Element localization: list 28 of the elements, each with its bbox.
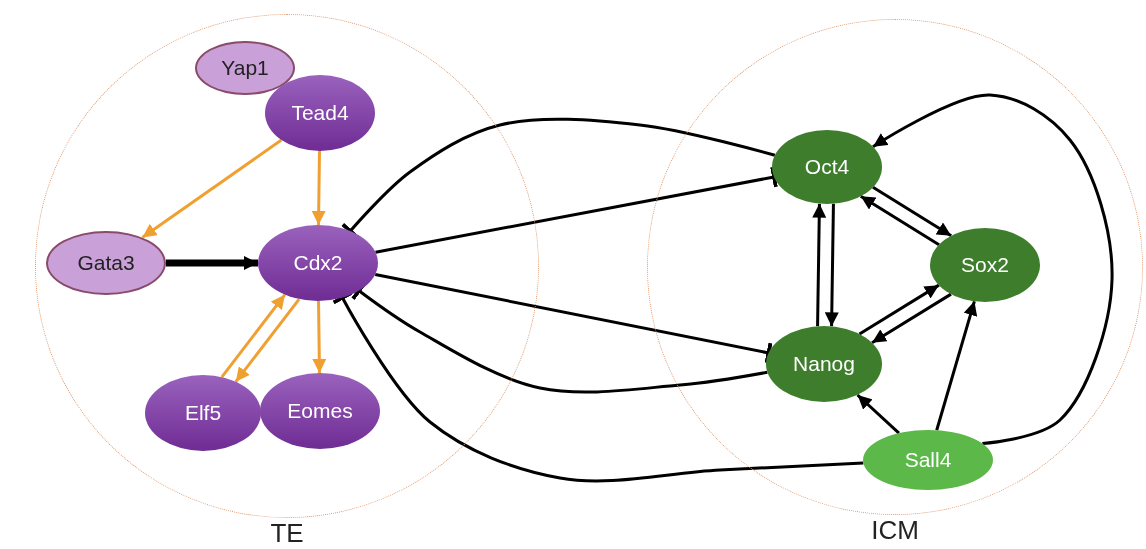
gene-label: Sall4 <box>904 448 952 472</box>
inhibition-line <box>375 166 778 254</box>
gene-label: Yap1 <box>221 56 269 80</box>
arrow <box>166 256 258 270</box>
region-label: TE <box>269 519 305 547</box>
arrow <box>312 300 327 374</box>
arrow <box>824 203 839 327</box>
gene-label: Tead4 <box>291 101 349 125</box>
gene-label: Oct4 <box>804 155 850 179</box>
arrow <box>935 300 978 431</box>
gene-label: Gata3 <box>77 251 135 275</box>
arrow <box>234 298 301 383</box>
region-label: ICM <box>870 516 920 544</box>
gene-label: Cdx2 <box>293 251 343 275</box>
gene-label: Nanog <box>793 352 855 376</box>
arrow <box>872 93 1114 446</box>
gene-label: Eomes <box>287 399 353 423</box>
arrow <box>220 293 287 378</box>
arrow <box>871 292 952 344</box>
arrow <box>812 203 827 327</box>
arrow <box>856 393 900 435</box>
gene-label: Sox2 <box>961 253 1009 277</box>
arrow <box>872 186 952 238</box>
gene-label: Elf5 <box>184 401 222 425</box>
arrow <box>858 283 940 336</box>
arrow <box>860 194 940 246</box>
arrow <box>141 138 283 239</box>
arrow <box>311 150 326 226</box>
